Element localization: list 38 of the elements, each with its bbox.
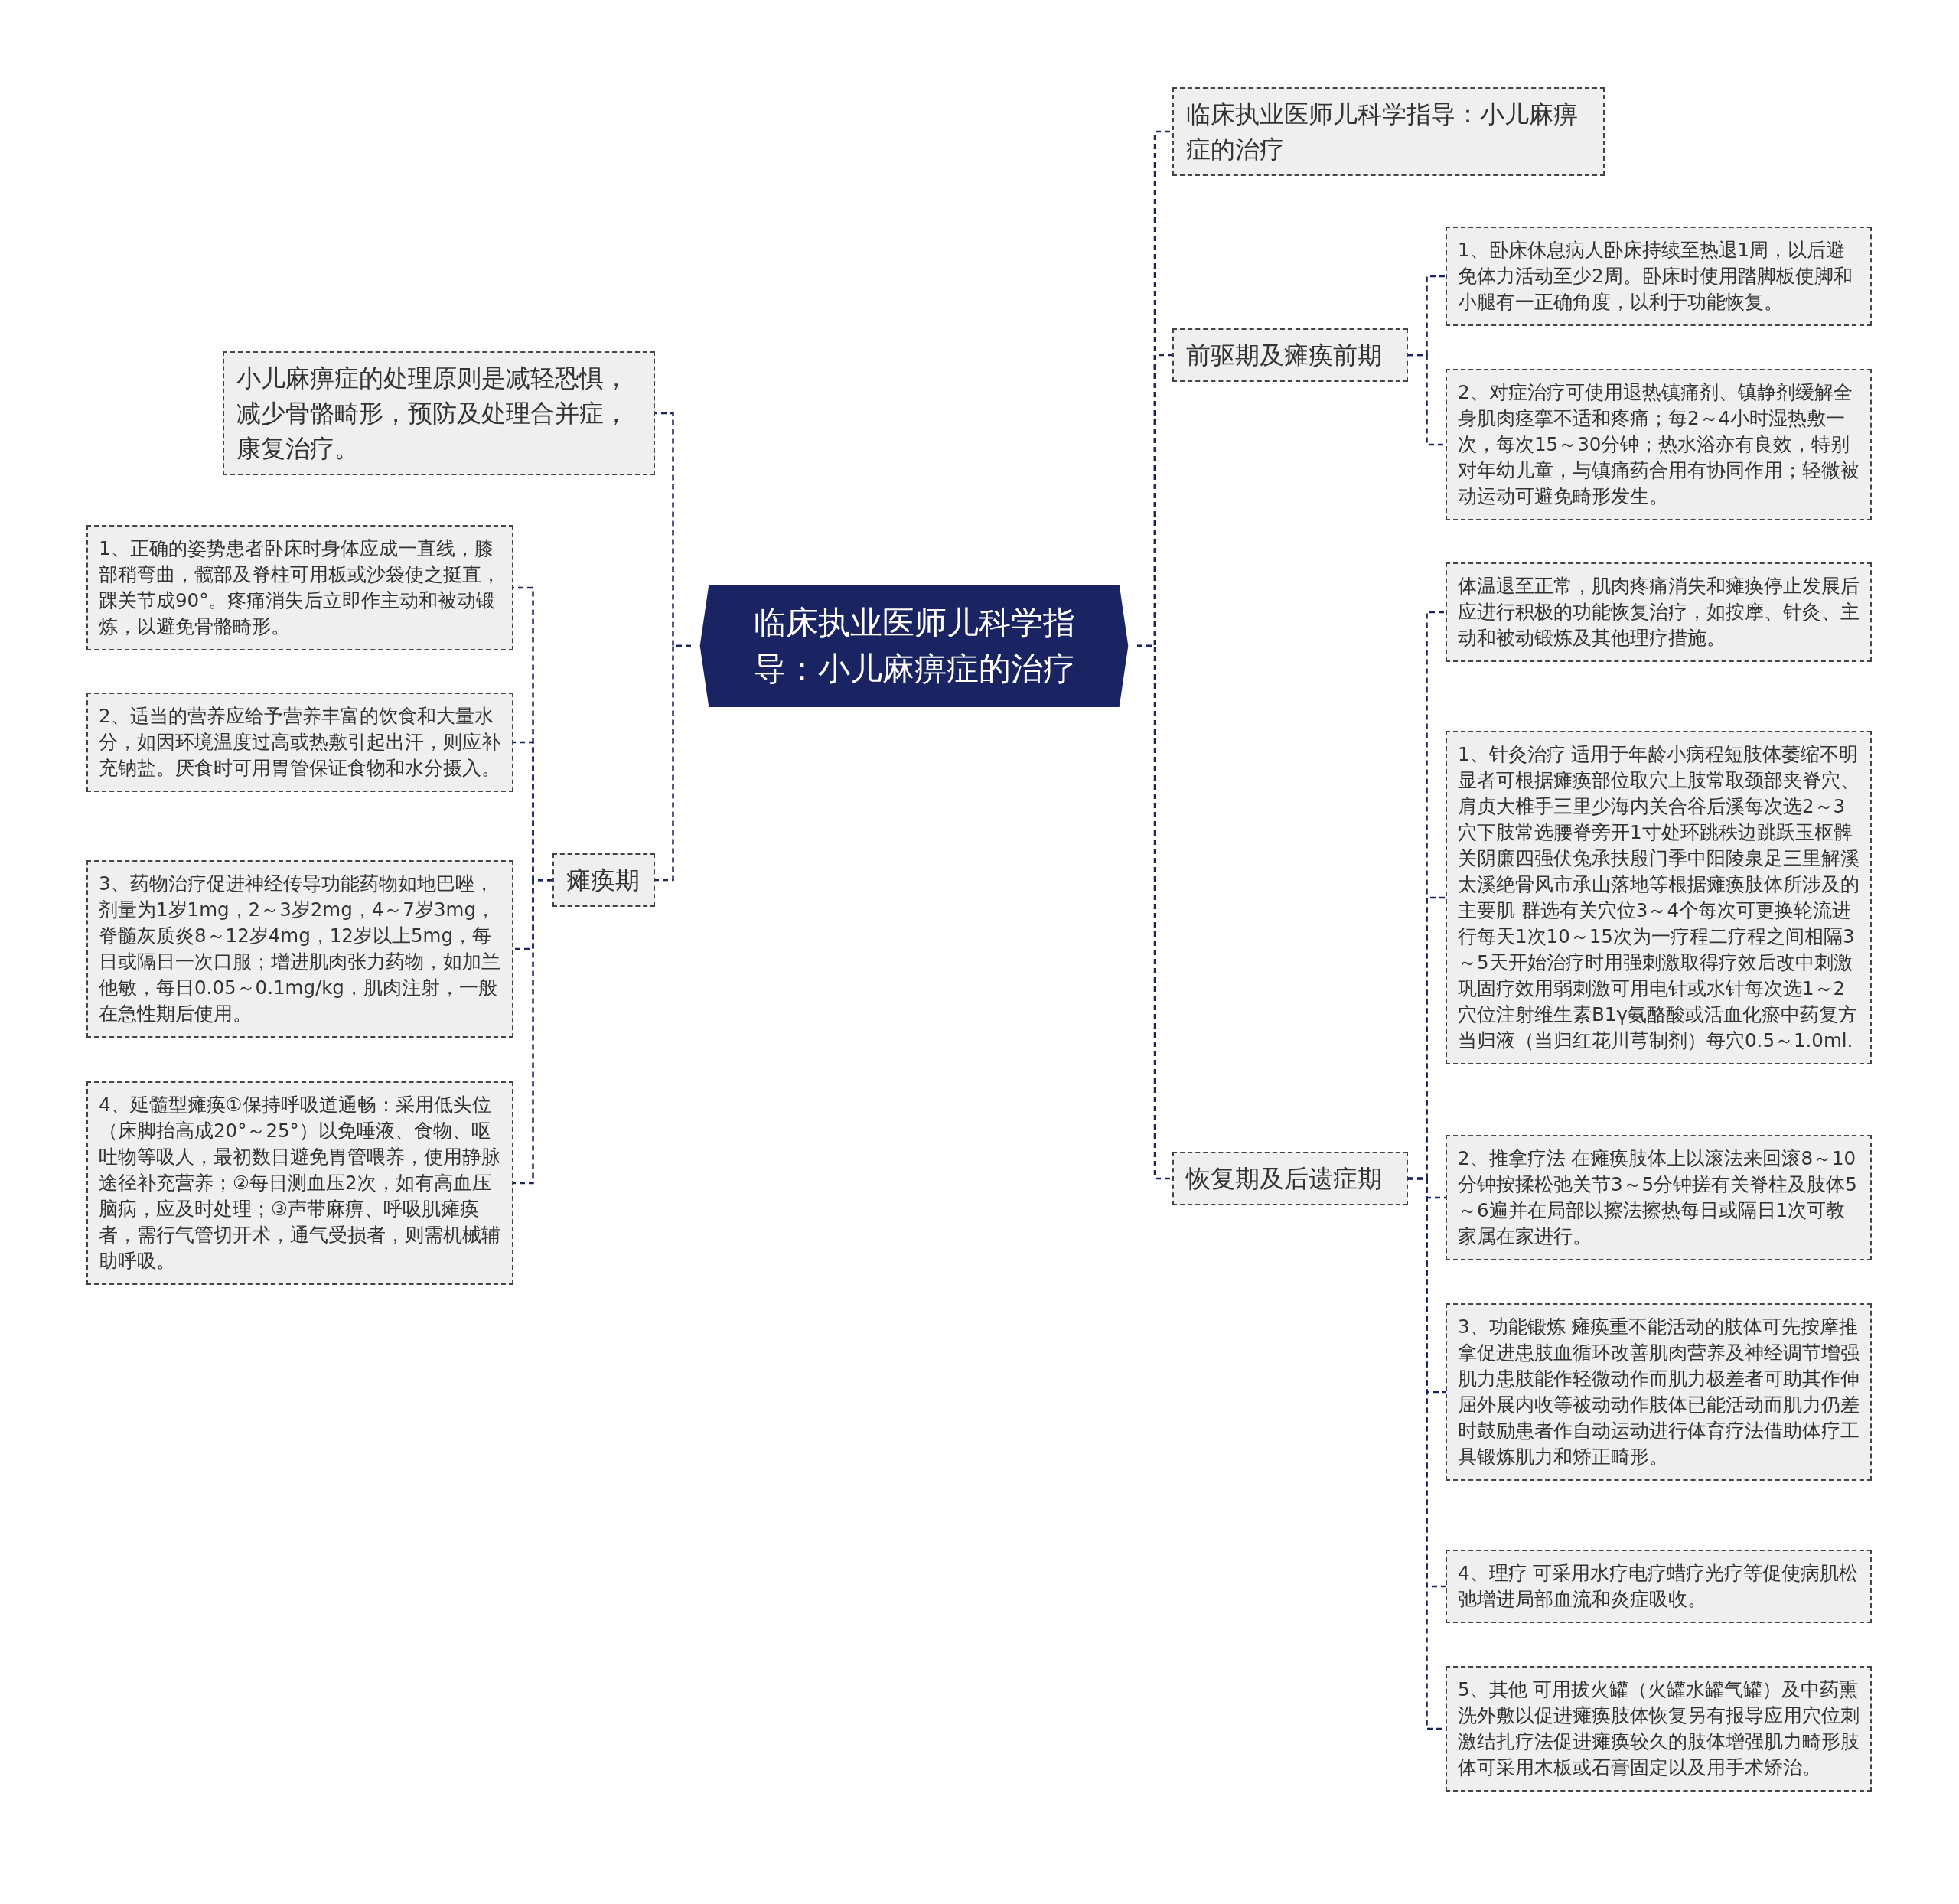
detail-box: [86, 860, 513, 1038]
detail-box: [1446, 562, 1872, 662]
detail-box: [1446, 1550, 1872, 1623]
topic-text: 体温退至正常，肌肉疼痛消失和瘫痪停止发展后应进行积极的功能恢复治疗，如按摩、针灸、主动和被动锻炼及其他理疗措施。: [1458, 574, 1860, 650]
topic-box: [552, 853, 655, 907]
topic-text: 2、推拿疗法 在瘫痪肢体上以滚法来回滚8～10分钟按揉松弛关节3～5分钟搓有关脊柱及肢体5～6遍并在局部以擦法擦热每日或隔日1次可教家属在家进行。: [1458, 1146, 1858, 1249]
topic-box: [1172, 87, 1605, 176]
topic-text: 2、适当的营养应给予营养丰富的饮食和大量水分，如因环境温度过高或热敷引起出汗，则应补充钠盐。厌食时可用胃管保证食物和水分摄入。: [99, 704, 501, 781]
topic-text: 临床执业医师儿科学指导：小儿麻痹症的治疗: [1186, 99, 1579, 165]
topic-box: [223, 351, 655, 475]
topic-box: [1172, 1152, 1408, 1205]
connector-line: [513, 879, 552, 1185]
central-topic-text: 临床执业医师儿科学指导：小儿麻痹症的治疗: [752, 603, 1076, 689]
topic-text: 2、对症治疗可使用退热镇痛剂、镇静剂缓解全身肌肉痉挛不适和疼痛；每2～4小时湿热敷一次，每次15～30分钟；热水浴亦有良效，特别对年幼儿童，与镇痛药合用有协同作用；轻微被动运动可避免畸形发生。: [1458, 380, 1860, 509]
topic-text: 4、理疗 可采用水疗电疗蜡疗光疗等促使病肌松弛增进局部血流和炎症吸收。: [1458, 1561, 1860, 1612]
detail-box: [1446, 227, 1872, 326]
detail-box: [86, 693, 513, 792]
topic-text: 1、正确的姿势患者卧床时身体应成一直线，膝部稍弯曲，髋部及脊柱可用板或沙袋使之挺直，踝关节成90°。疼痛消失后立即作主动和被动锻炼，以避免骨骼畸形。: [99, 536, 501, 639]
topic-text: 恢复期及后遗症期: [1186, 1163, 1383, 1195]
topic-text: 5、其他 可用拔火罐（火罐水罐气罐）及中药熏洗外敷以促进瘫痪肢体恢复另有报导应用穴位刺激结扎疗法促进瘫痪较久的肢体增强肌力畸形肢体可采用木板或石膏固定以及用手术矫治。: [1458, 1677, 1860, 1780]
connector-line: [1137, 644, 1172, 1180]
detail-box: [86, 1081, 513, 1285]
topic-text: 4、延髓型瘫痪①保持呼吸道通畅：采用低头位（床脚抬高成20°～25°）以免唾液、食物、呕吐物等吸人，最初数日避免胃管喂养，使用静脉途径补充营养；②每日测血压2次，如有高血压脑病，应及时处理；③声带麻痹、呼吸肌瘫痪者，需行气管切开术，通气受损者，则需机械辅助呼吸。: [99, 1093, 501, 1273]
topic-text: 小儿麻痹症的处理原则是减轻恐惧，减少骨骼畸形，预防及处理合并症，康复治疗。: [236, 363, 629, 465]
connector-line: [1408, 354, 1446, 446]
topic-text: 前驱期及瘫痪前期: [1186, 340, 1383, 371]
topic-text: 1、针灸治疗 适用于年龄小病程短肢体萎缩不明显者可根据瘫痪部位取穴上肢常取颈部夹脊穴、肩贞大椎手三里少海内关合谷后溪每次选2～3穴下肢常选腰脊旁开1寸处环跳秩边跳跃玉枢髀关阴廉四强伏兔承扶殷门季中阳陵泉足三里解溪太溪绝骨风市承山落地等根据瘫痪肢体所涉及的主要肌 群选有关穴位3～4个每次可更换轮流进行每天1次10～15次为一疗程二疗程之间相隔3～5天开始治疗时用强刺激取得疗效后改中刺激巩固疗效用弱刺激可用电针或水针每次选1～2穴位注射维生素B1γ氨酪酸或活血化瘀中药复方当归液（当归红花川芎制剂）每穴0.5～1.0ml.: [1458, 742, 1860, 1053]
topic-text: 3、药物治疗促进神经传导功能药物如地巴唑，剂量为1岁1mg，2～3岁2mg，4～7岁3mg，脊髓灰质炎8～12岁4mg，12岁以上5mg，每日或隔日一次口服；增进肌肉张力药物，如加兰他敏，每日0.05～0.1mg/kg，肌肉注射，一般在急性期后使用。: [99, 872, 501, 1026]
detail-box: [86, 525, 513, 650]
detail-box: [1446, 369, 1872, 520]
connector-line: [655, 644, 691, 882]
detail-box: [1446, 1303, 1872, 1481]
topic-text: 瘫痪期: [566, 865, 641, 896]
topic-text: 3、功能锻炼 瘫痪重不能活动的肢体可先按摩推拿促进患肢血循环改善肌肉营养及神经调节增强肌力患肢能作轻微动作而肌力极差者可助其作伸屈外展内收等被动动作肢体已能活动而肌力仍差时鼓励患者作自动运动进行体育疗法借助体疗工具锻炼肌力和矫正畸形。: [1458, 1315, 1860, 1469]
topic-text: 1、卧床休息病人卧床持续至热退1周，以后避免体力活动至少2周。卧床时使用踏脚板使脚和小腿有一正确角度，以利于功能恢复。: [1458, 238, 1853, 315]
detail-box: [1446, 1135, 1872, 1260]
detail-box: [1446, 1666, 1872, 1792]
topic-box: [1172, 328, 1408, 382]
